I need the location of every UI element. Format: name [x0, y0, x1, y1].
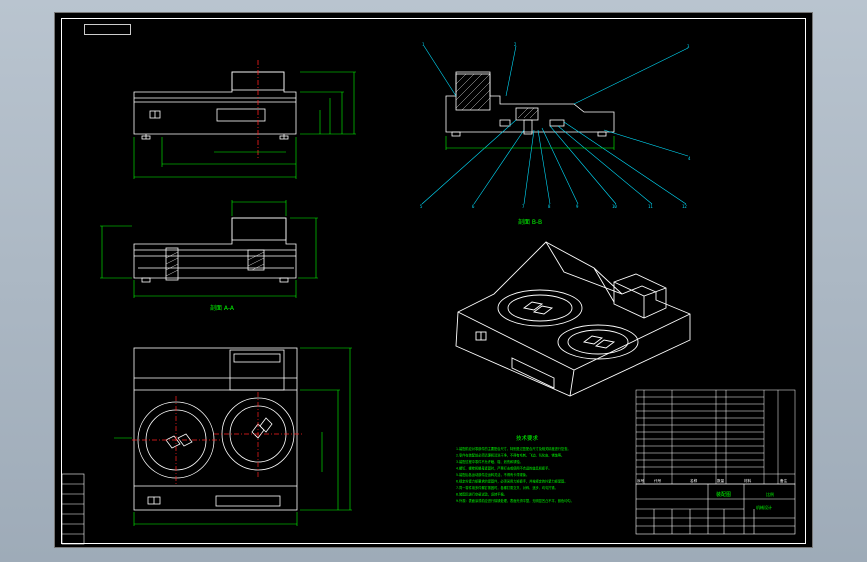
top-view	[133, 347, 298, 511]
balloon-2: 2	[514, 42, 517, 47]
tech-line-9: 9.外观：表面涂漆前应进行除锈处理，表面光滑平整，无明显凹凸不平，颜色均匀。	[456, 498, 574, 503]
header-name: 名称	[690, 478, 698, 483]
part-balloons: 1 2 3 4 5 6 7 8 9 10 11 12	[420, 42, 691, 209]
balloon-5: 5	[420, 204, 423, 209]
isometric-view	[455, 241, 691, 397]
balloon-10: 10	[612, 204, 617, 209]
header-no: 序号	[637, 478, 645, 483]
section-hatch	[455, 73, 539, 119]
revision-strip	[61, 473, 85, 545]
balloon-8: 8	[548, 204, 551, 209]
top-centerlines	[132, 392, 302, 484]
side-section-hatch	[165, 251, 265, 277]
top-dimensions	[114, 347, 352, 526]
balloon-4: 4	[688, 156, 691, 161]
balloon-12: 12	[682, 204, 687, 209]
balloon-11: 11	[648, 204, 653, 209]
tech-line-5: 5.装配后各运动部件应运转灵活，不得有卡滞现象。	[456, 472, 529, 477]
drawing-name: 装配图	[716, 491, 731, 498]
front-dimensions	[133, 71, 356, 179]
section-leaders	[421, 45, 689, 205]
top-left-box	[84, 24, 131, 35]
tech-line-6: 6.规定拧紧力矩要求的紧固件，必须采用力矩扳手，并按规定的拧紧力矩紧固。	[456, 479, 567, 484]
section-dimension	[445, 136, 615, 150]
header-remark: 备注	[780, 478, 788, 483]
parts-list	[635, 389, 796, 485]
header-qty: 数量	[717, 478, 725, 483]
inner-frame	[61, 18, 806, 544]
drawing-sheet: 剖面 A-A	[54, 12, 813, 548]
balloon-9: 9	[576, 204, 579, 209]
company-name: 机械设计	[756, 504, 772, 510]
balloon-7: 7	[522, 204, 525, 209]
tech-line-7: 7.同一零件用多件螺钉紧固时，各螺钉需交叉、对称、逐步、均匀拧紧。	[456, 485, 558, 490]
section-label: 剖面 B-B	[518, 218, 542, 226]
outer-frame	[54, 12, 813, 548]
tech-line-1: 1.装配前应对零部件的主要配合尺寸，特别是过盈配合尺寸及相关精度进行复查。	[456, 446, 571, 451]
front-view	[133, 71, 297, 140]
drawing-canvas: 剖面 A-A	[54, 12, 813, 548]
balloon-3: 3	[687, 44, 690, 49]
tech-line-3: 3.装配过程中零件不允许磕、碰、划伤和锈蚀。	[456, 459, 523, 464]
side-section-label: 剖面 A-A	[210, 304, 235, 312]
tech-title: 技术要求	[516, 434, 539, 442]
header-code: 代号	[654, 478, 662, 483]
tech-line-2: 2.零件在装配前必须清理和清洗干净，不得有毛刺、飞边、氧化皮、锈蚀等。	[456, 453, 564, 458]
side-section-dimensions	[100, 200, 318, 298]
header-material: 材料	[744, 478, 752, 483]
tech-line-8: 8.装配后进行空载试验，运转平稳。	[456, 492, 507, 497]
tech-requirements: 技术要求 1.装配前应对零部件的主要配合尺寸，特别是过盈配合尺寸及相关精度进行复…	[456, 434, 574, 503]
section-view	[445, 71, 615, 137]
scale-label: 比例	[766, 491, 774, 497]
side-section-view	[133, 217, 297, 283]
title-block	[635, 483, 796, 535]
balloon-1: 1	[422, 42, 425, 47]
parts-list-header: 序号 代号 名称 数量 材料 备注	[637, 478, 788, 483]
tech-line-4: 4.螺钉、螺栓和螺母紧固时，严禁打击或使用不合适的旋具和扳手。	[456, 466, 551, 471]
balloon-6: 6	[472, 204, 475, 209]
